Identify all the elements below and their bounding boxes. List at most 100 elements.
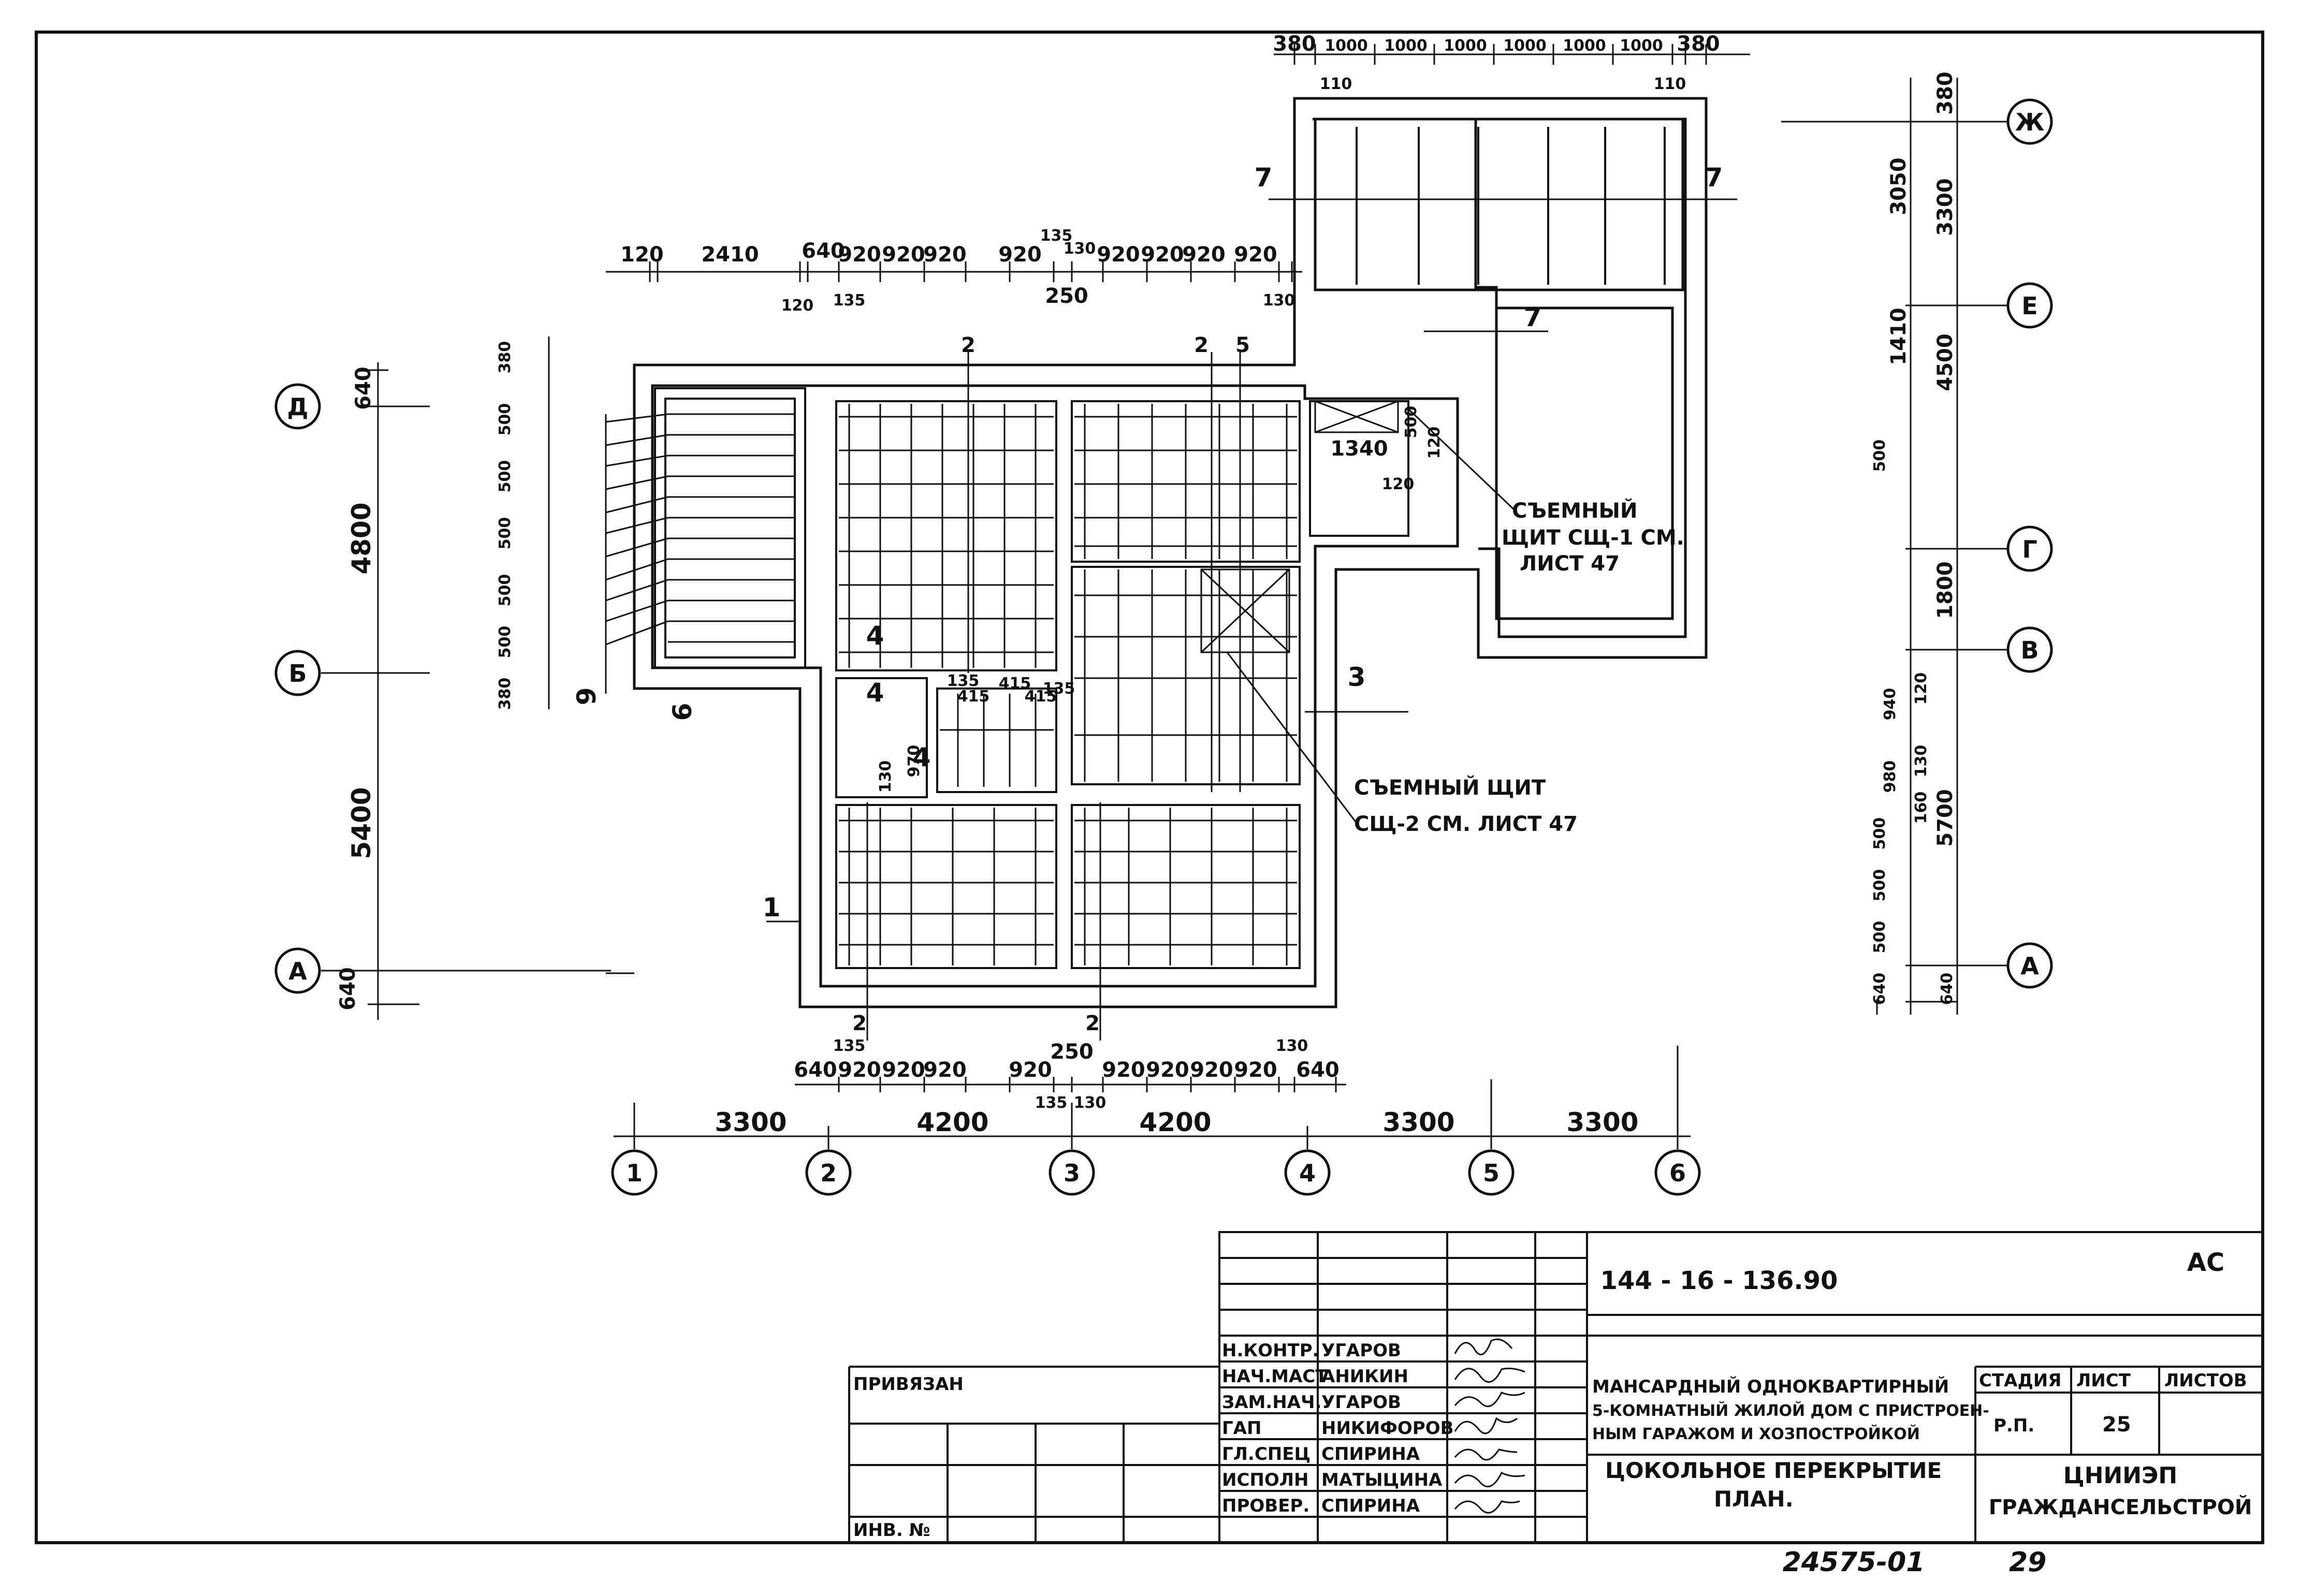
dim-bottom-detail: 640 — [794, 1058, 837, 1082]
dim-garage-top: 1000 — [1620, 37, 1663, 55]
doc-code: 144 - 16 - 136.90 — [1600, 1266, 1838, 1295]
dim-right: 1410 — [1887, 308, 1911, 365]
dim-top-small: 250 — [1045, 284, 1088, 308]
axis-label-d: Д — [287, 393, 309, 421]
dim-bottom-detail: 920 — [923, 1058, 967, 1082]
dim-bottom-detail: 920 — [1009, 1058, 1052, 1082]
footer-page: 29 — [2009, 1547, 2046, 1578]
dim-right: 3050 — [1887, 157, 1911, 215]
sheet-frame — [35, 31, 2264, 1544]
dim-span-3-4: 4200 — [1139, 1107, 1211, 1137]
note-sch1-line2: ЩИТ СЩ-1 СМ. — [1502, 526, 1684, 550]
right-dim-line — [1781, 78, 2009, 1015]
note-sch1-line1: СЪЕМНЫЙ — [1512, 498, 1637, 523]
project-line1: МАНСАРДНЫЙ ОДНОКВАРТИРНЫЙ — [1592, 1376, 1949, 1397]
footer-number: 24575-01 — [1783, 1547, 1925, 1578]
role-gap: ГАП — [1222, 1418, 1261, 1439]
dim-right-inner: 500 — [1871, 440, 1889, 472]
dim-right-inner: 120 — [1912, 672, 1930, 705]
dim-bottom-detail: 920 — [838, 1058, 881, 1082]
name-spirina-2: СПИРИНА — [1321, 1496, 1420, 1516]
room-dim: 135 — [1043, 680, 1075, 698]
room-dim: 415 — [999, 675, 1031, 693]
room-dim: 415 — [1025, 687, 1057, 706]
pos-label: 9 — [572, 687, 602, 706]
org-line1: ЦНИИЭП — [2063, 1462, 2177, 1489]
dim-left-inner: 500 — [496, 403, 514, 436]
dim-top-detail: 920 — [838, 243, 881, 267]
pos-label: 4 — [913, 742, 931, 772]
dim-left-inner: 500 — [496, 626, 514, 658]
cross-bars — [839, 416, 1297, 946]
dim-right: 5700 — [1933, 789, 1957, 846]
dim-hatch: 500 — [1402, 406, 1420, 438]
dim-left: 640 — [336, 967, 360, 1011]
dim-top-small: 120 — [781, 297, 814, 315]
left-dim-line — [321, 336, 611, 1020]
pos-label: 2 — [961, 333, 976, 357]
dim-top-detail: 2410 — [701, 243, 759, 267]
note-sch2-line1: СЪЕМНЫЙ ЩИТ — [1354, 775, 1546, 800]
dim-right-inner: 160 — [1912, 792, 1930, 824]
name-matycina: МАТЫЦИНА — [1321, 1470, 1443, 1490]
dim-right: 380 — [1933, 71, 1957, 115]
role-nach-mast: НАЧ.МАСТ — [1222, 1366, 1328, 1387]
project-line2: 5-КОМНАТНЫЙ ЖИЛОЙ ДОМ С ПРИСТРОЕН- — [1592, 1401, 1989, 1420]
pos-label: 4 — [866, 621, 884, 651]
axis-label-1: 1 — [626, 1159, 643, 1187]
dim-right-inner: 980 — [1881, 760, 1899, 793]
dim-garage-top: 380 — [1677, 32, 1720, 56]
dim-span-5-6: 3300 — [1566, 1107, 1638, 1137]
garage-ribs — [1356, 127, 1666, 285]
dim-garage-top: 1000 — [1384, 37, 1428, 55]
dim-bottom-detail: 920 — [882, 1058, 925, 1082]
pos-label: 6 — [667, 703, 697, 721]
dim-span-2-3: 4200 — [916, 1107, 988, 1137]
stage-value: Р.П. — [1993, 1415, 2034, 1436]
dim-bottom-detail: 250 — [1050, 1040, 1094, 1064]
pos-label: 5 — [1235, 333, 1250, 357]
dim-top-small: 135 — [833, 291, 866, 310]
dim-top-detail: 920 — [1141, 243, 1184, 267]
signatures — [1454, 1338, 1525, 1514]
role-zam-nach: ЗАМ.НАЧ. — [1222, 1392, 1321, 1413]
dim-right-inner: 500 — [1871, 869, 1889, 902]
stage-label: СТАДИЯ — [1979, 1370, 2061, 1391]
dim-top-detail: 120 — [620, 243, 664, 267]
privyazan-label: ПРИВЯЗАН — [853, 1374, 964, 1395]
axis-label-v: В — [2020, 636, 2039, 664]
name-ugarov-2: УГАРОВ — [1321, 1392, 1401, 1413]
dim-left-inner: 380 — [496, 678, 514, 710]
dim-bottom-small: 130 — [1074, 1094, 1107, 1112]
title-block-lines — [848, 1231, 2264, 1544]
dim-garage-top: 1000 — [1324, 37, 1368, 55]
pos-label: 1 — [763, 892, 781, 923]
axis-label-a-left: А — [288, 957, 307, 985]
dim-right-inner: 640 — [1871, 973, 1889, 1005]
dim-left: 4800 — [346, 502, 376, 574]
dim-left: 640 — [352, 367, 375, 410]
dim-hatch: 120 — [1382, 475, 1415, 493]
dim-bottom-detail: 640 — [1296, 1058, 1340, 1082]
project-line3: НЫМ ГАРАЖОМ И ХОЗПОСТРОЙКОЙ — [1592, 1425, 1920, 1443]
name-spirina: СПИРИНА — [1321, 1444, 1420, 1465]
axis-label-zh: Ж — [2015, 108, 2044, 136]
dim-top-detail: 920 — [1182, 243, 1226, 267]
dim-right: 3300 — [1933, 178, 1957, 236]
dim-right-inner: 500 — [1871, 817, 1889, 850]
dim-bottom-detail: 920 — [1234, 1058, 1277, 1082]
joists — [848, 404, 1288, 965]
role-ispoln: ИСПОЛН — [1222, 1470, 1308, 1490]
dim-top-detail: 640 — [802, 239, 845, 263]
dim-right: 1800 — [1933, 561, 1957, 619]
top-dim-line — [606, 44, 1750, 282]
org-line2: ГРАЖДАНСЕЛЬСТРОЙ — [1989, 1495, 2252, 1519]
dim-hatch: 120 — [1425, 427, 1444, 459]
pos-label: 2 — [1085, 1012, 1100, 1035]
dim-bottom-small: 135 — [1035, 1094, 1068, 1112]
axis-label-2: 2 — [820, 1159, 837, 1187]
dim-right-inner: 500 — [1871, 921, 1889, 954]
dim-top-small: 130 — [1263, 291, 1295, 310]
dim-left-inner: 380 — [496, 341, 514, 374]
slab-ribs-6 — [605, 413, 795, 694]
